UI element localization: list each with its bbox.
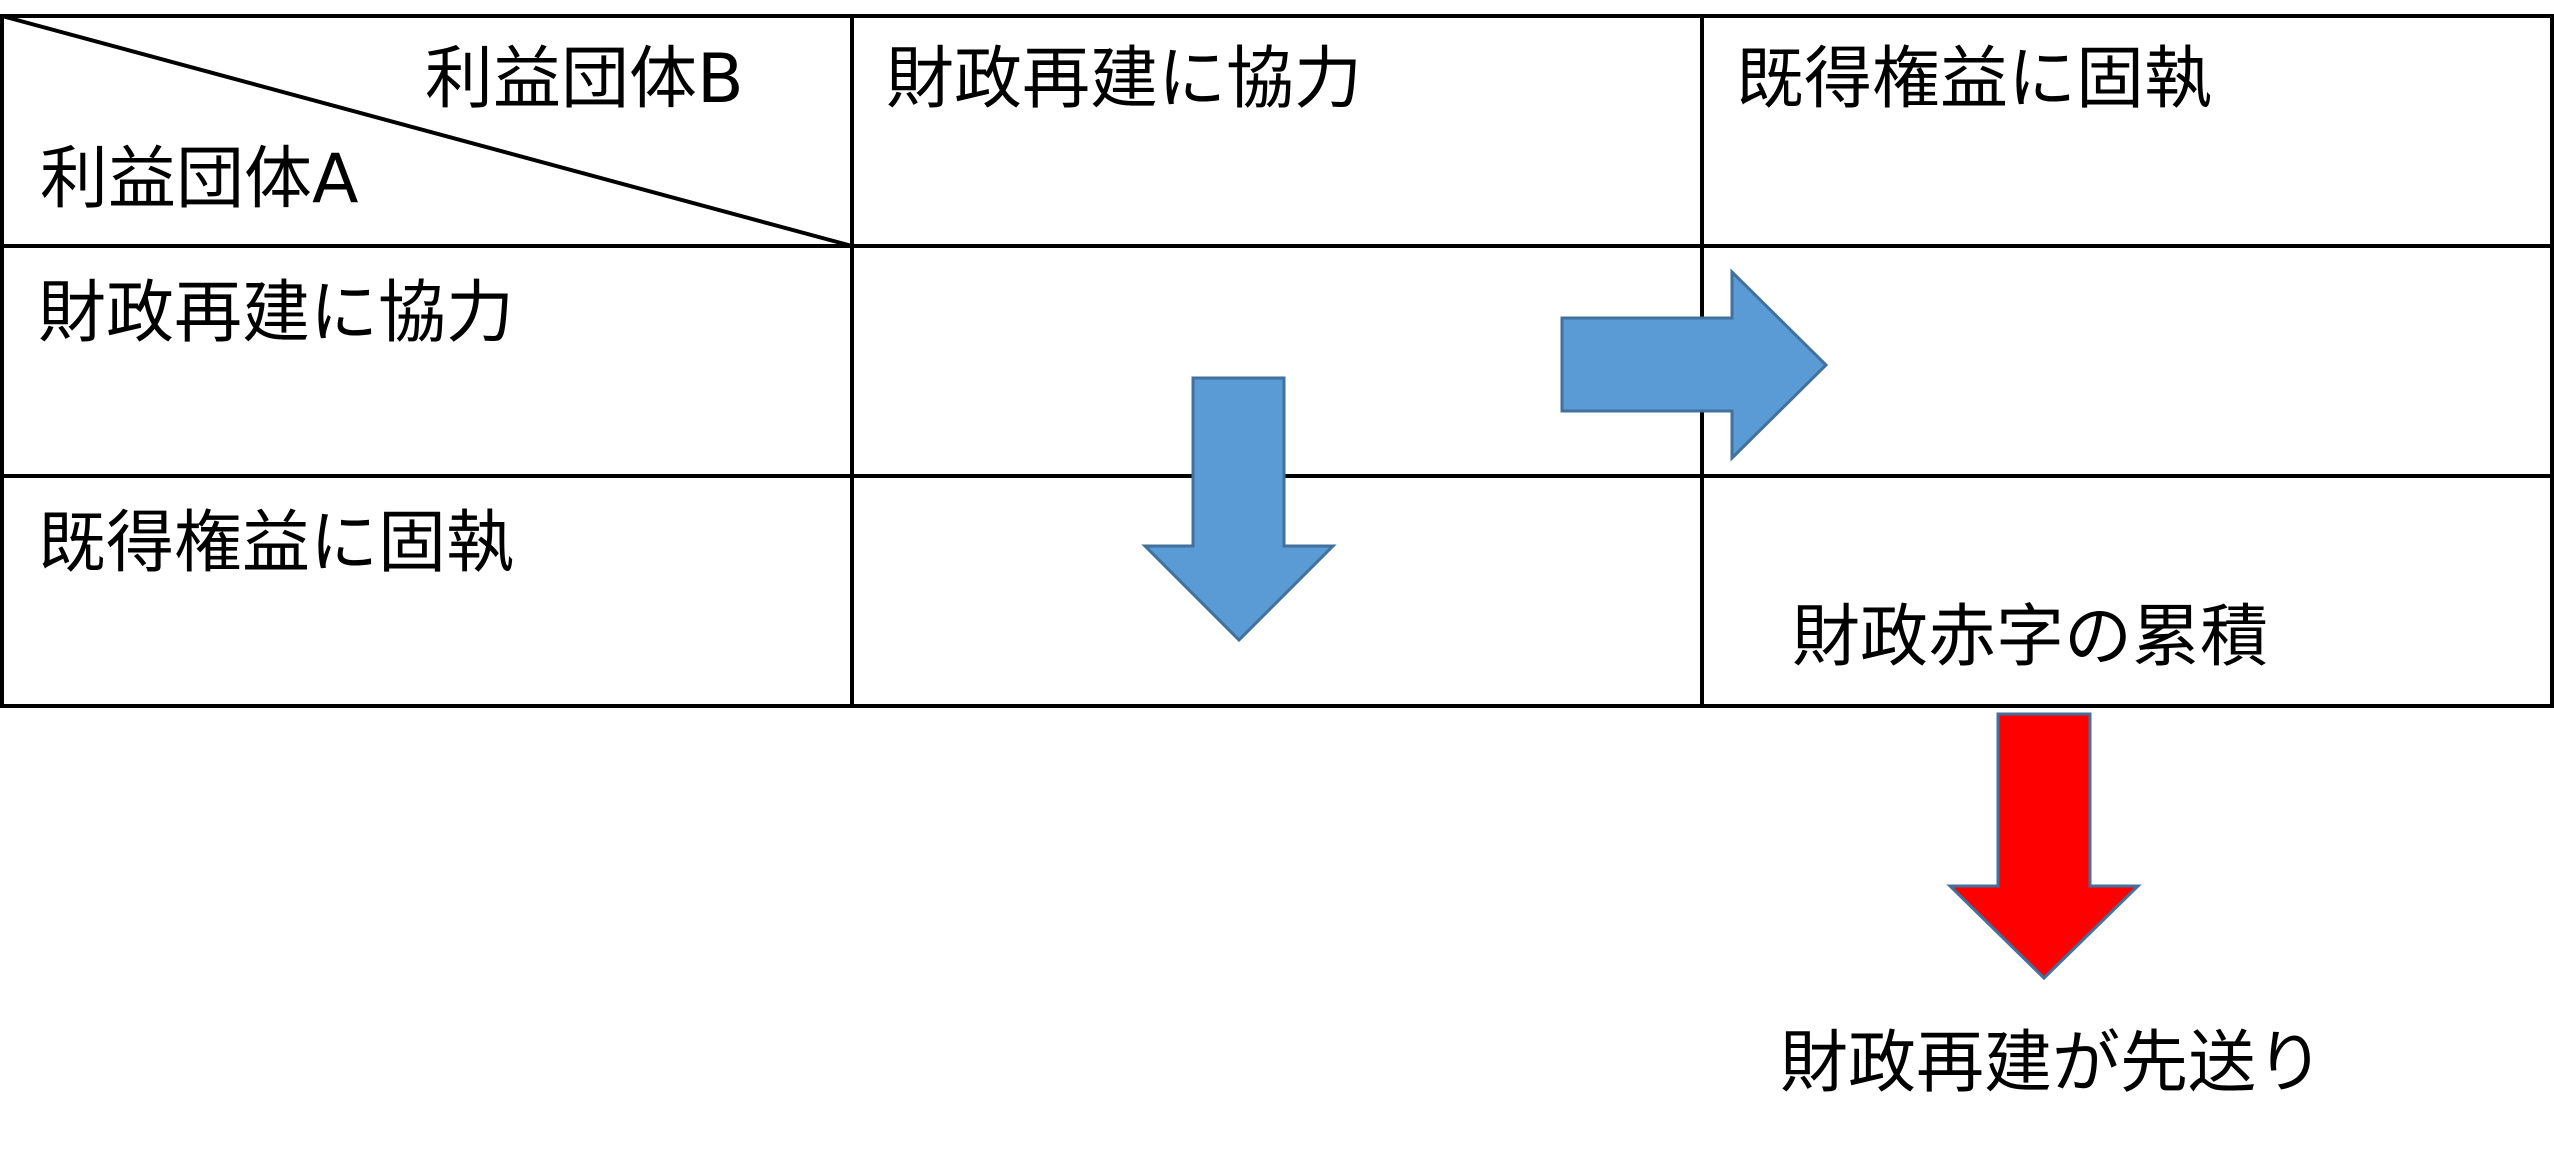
outcome-arrow-icon — [1946, 712, 2142, 981]
right-arrow-icon — [1560, 268, 1829, 462]
corner-row-label: 利益団体A — [40, 140, 359, 219]
corner-column-label: 利益団体B — [425, 40, 744, 119]
column-header-cling: 既得権益に固執 — [1736, 40, 2213, 119]
corner-diagonal — [1, 14, 853, 248]
outcome-text: 財政再建が先送り — [1780, 1024, 2325, 1103]
row-header-cooperate: 財政再建に協力 — [38, 274, 515, 353]
down-arrow-icon — [1141, 376, 1337, 643]
cell-note-deficit: 財政赤字の累積 — [1792, 598, 2269, 677]
table-grid — [0, 14, 2554, 708]
row-header-cling: 既得権益に固執 — [38, 504, 515, 583]
column-header-cooperate: 財政再建に協力 — [886, 40, 1363, 119]
table-border — [0, 14, 2554, 708]
